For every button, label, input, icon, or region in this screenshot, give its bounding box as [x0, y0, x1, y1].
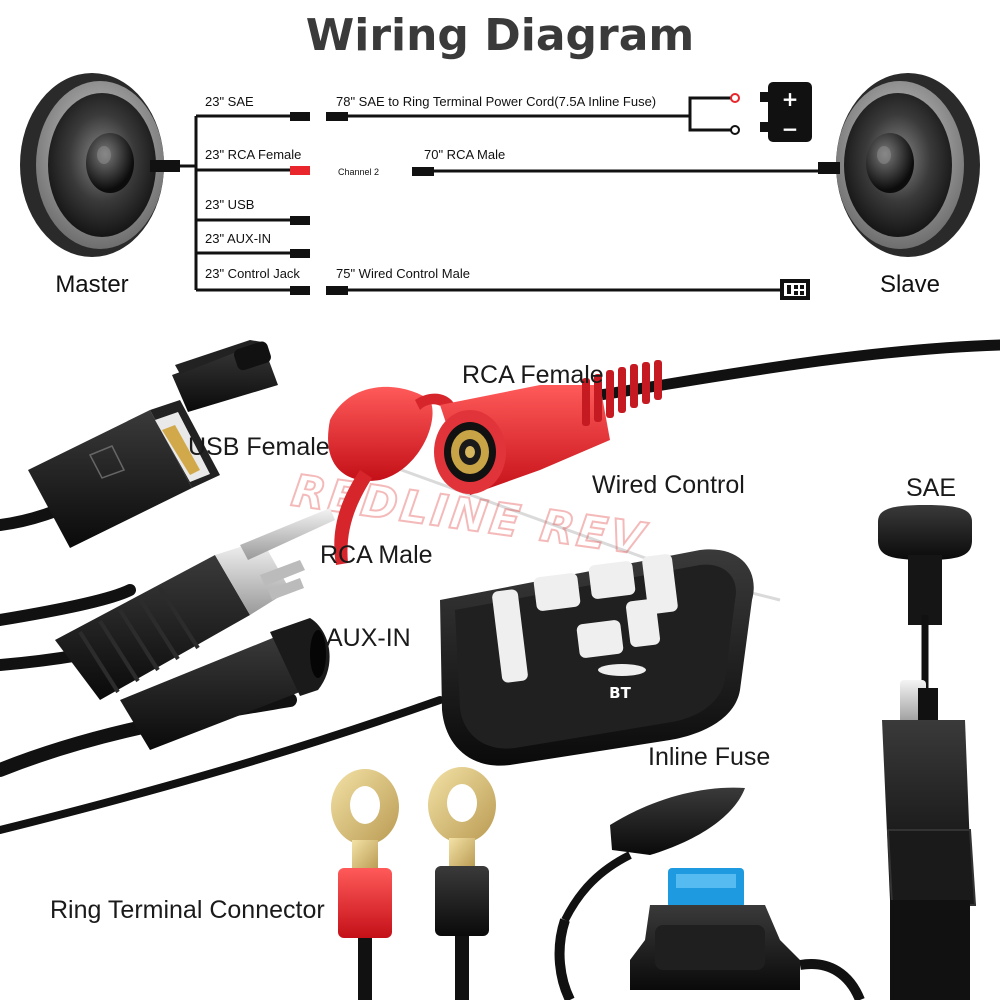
slave-label: Slave [880, 271, 940, 298]
label-sae: 23" SAE [205, 94, 254, 109]
sae-cord-connector [326, 112, 348, 121]
sae-connector [878, 505, 977, 1000]
label-photo-rca-female: RCA Female [462, 361, 604, 389]
label-rca-male: RCA Male [320, 541, 433, 569]
remote-bt-label: BT [609, 684, 631, 702]
label-rca-female: 23" RCA Female [205, 147, 301, 162]
label-sae-cord: 78" SAE to Ring Terminal Power Cord(7.5A… [336, 94, 656, 109]
label-inline-fuse: Inline Fuse [648, 743, 770, 771]
usb-connector-stub [290, 216, 310, 225]
control-jack-stub [290, 286, 310, 295]
battery-icon: + − [730, 82, 812, 142]
ring-terminal-black [428, 767, 496, 1000]
wired-control-remote: BT AUX [440, 547, 754, 766]
rca-female-connector [328, 360, 662, 565]
aux-in-connector [120, 618, 330, 750]
sae-connector-stub [290, 112, 310, 121]
rca-female-connector-stub [290, 166, 310, 175]
label-control-jack: 23" Control Jack [205, 266, 300, 281]
usb-female-connector [28, 340, 278, 548]
rca-male-connector [55, 508, 335, 700]
label-ring-terminal: Ring Terminal Connector [50, 896, 325, 924]
slave-speaker [818, 73, 980, 257]
inline-fuse [554, 787, 865, 1000]
label-usb-female: USB Female [188, 433, 330, 461]
battery-minus: − [782, 117, 799, 141]
ring-terminal-red [331, 769, 399, 1000]
master-label: Master [55, 271, 128, 298]
label-wired-control: Wired Control [592, 471, 745, 499]
aux-connector-stub [290, 249, 310, 258]
rca-male-connector [412, 167, 434, 176]
label-sae-connector: SAE [906, 474, 956, 502]
label-aux-in: AUX-IN [326, 624, 411, 652]
master-speaker [20, 73, 180, 257]
control-male-connector [326, 286, 348, 295]
label-wired-control-male: 75" Wired Control Male [336, 266, 470, 281]
label-aux: 23" AUX-IN [205, 231, 271, 246]
label-channel: Channel 2 [338, 167, 379, 177]
remote-aux-label: AUX [526, 547, 554, 564]
label-usb: 23" USB [205, 197, 254, 212]
harness-wires [180, 96, 820, 292]
label-rca-male: 70" RCA Male [424, 147, 505, 162]
battery-plus: + [782, 87, 799, 111]
control-plug-icon [780, 279, 810, 300]
page-title: Wiring Diagram [306, 10, 695, 61]
